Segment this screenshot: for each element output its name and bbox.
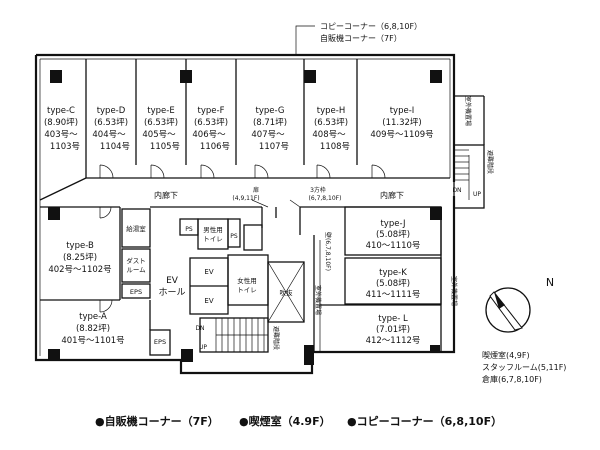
annotation-vending-corner: 自販機コーナー（7F） <box>320 33 402 43</box>
unit-k-room1: 411～1111号 <box>366 290 421 300</box>
unit-c-type: type-C <box>47 106 75 116</box>
shitsugai-label-2: 室外機置場 <box>464 96 472 126</box>
unit-l-type: type- L <box>378 314 408 324</box>
annotation-leader <box>295 25 315 55</box>
right-walls <box>320 206 442 352</box>
unit-h-size: (6.53坪) <box>314 118 348 128</box>
sanpo-label-1: 3方枠 <box>310 186 326 194</box>
unit-j-type: type-J <box>380 219 405 229</box>
unit-g-size: (8.71坪) <box>253 118 287 128</box>
unit-e-type: type-E <box>147 106 174 116</box>
up-right-label: UP <box>473 191 481 198</box>
women-wc-label-1: 女性用 <box>237 276 257 285</box>
unit-c-size: (8.90坪) <box>44 118 78 128</box>
dust-room-label-2: ルーム <box>126 266 146 274</box>
ev-hall-label-1: EV <box>166 276 179 286</box>
annotation-staff-room: スタッフルーム(5,11F) <box>482 363 566 372</box>
annotation-smoking-room: 喫煙室(4,9F) <box>482 350 530 360</box>
unit-f-type: type-F <box>198 106 225 116</box>
men-wc-label-1: 男性用 <box>203 225 223 234</box>
ev1-label: EV <box>204 268 213 276</box>
unit-b-size: (8.25坪) <box>63 253 97 263</box>
annotation-copy-corner: コピーコーナー（6,8,10F） <box>320 22 422 31</box>
corridor-right-label: 内廊下 <box>380 190 404 200</box>
hinan-left-label: 避難階段 <box>272 326 280 350</box>
ev2-label: EV <box>204 297 213 305</box>
hinan-right-label: 避難階段 <box>486 150 494 174</box>
unit-i-size: (11.32坪) <box>382 118 421 128</box>
unit-e-room2: 1105号 <box>150 142 180 152</box>
north-label: N <box>546 276 554 289</box>
columns <box>48 70 442 365</box>
unit-e-size: (6.53坪) <box>144 118 178 128</box>
dust-room-label-1: ダスト <box>126 256 146 265</box>
unit-i-type: type-I <box>390 106 415 116</box>
legend-vending-corner: ●自販機コーナー（7F） <box>95 415 219 428</box>
center-core <box>179 199 305 323</box>
ps2-label: PS <box>230 233 238 240</box>
top-annotation: コピーコーナー（6,8,10F） 自販機コーナー（7F） <box>320 22 422 43</box>
sanpo-label-2: (6,7,8,10F) <box>309 195 342 202</box>
door-swings-top <box>99 164 386 179</box>
eps-label-1: EPS <box>130 288 142 296</box>
unit-a-type: type-A <box>79 312 107 322</box>
unit-h-room2: 1108号 <box>320 142 350 152</box>
facility-labels: 内廊下 内廊下 給湯室 ダスト ルーム EPS EPS EV ホール EV EV… <box>126 186 554 351</box>
kyutou-label: 給湯室 <box>126 224 146 233</box>
unit-g-room1: 407号～ <box>251 130 285 140</box>
bottom-right-annotation: 喫煙室(4,9F) スタッフルーム(5,11F) 倉庫(6,7,8,10F) <box>482 350 566 384</box>
kabe-label: 壁(6,7,8,10F) <box>324 232 332 271</box>
unit-b-room1: 402号～1102号 <box>48 265 111 275</box>
unit-l-size: (7.01坪) <box>376 325 410 335</box>
unit-g-room2: 1107号 <box>259 142 289 152</box>
unit-labels: type-C (8.90坪) 403号～ 1103号 type-D (6.53坪… <box>44 106 434 346</box>
dn-right-label: DN <box>452 187 461 194</box>
unit-j-size: (5.08坪) <box>376 230 410 240</box>
unit-c-room1: 403号～ <box>44 130 78 140</box>
door-label-2: (4,9,11F) <box>232 195 259 202</box>
unit-d-type: type-D <box>97 106 126 116</box>
ps1-label: PS <box>185 226 193 233</box>
unit-a-room1: 401号～1101号 <box>61 336 124 346</box>
women-wc-label-2: トイレ <box>237 286 257 294</box>
annotation-storage: 倉庫(6,7,8,10F) <box>482 374 542 384</box>
unit-c-room2: 1103号 <box>50 142 80 152</box>
unit-f-room2: 1106号 <box>200 142 230 152</box>
left-walls <box>40 206 171 356</box>
unit-l-room1: 412～1112号 <box>366 336 421 346</box>
ev-hall-label-2: ホール <box>158 287 185 298</box>
unit-f-room1: 406号～ <box>192 130 226 140</box>
corridor-left-label: 内廊下 <box>154 190 178 200</box>
right-stair <box>453 95 485 209</box>
up-left-label: UP <box>199 344 207 351</box>
unit-k-type: type-K <box>379 268 407 278</box>
shitsugai-label-3: 室外機置場 <box>450 276 458 306</box>
unit-d-room2: 1104号 <box>100 142 130 152</box>
shitsugai-label-1: 室外機置場 <box>314 285 322 315</box>
unit-i-room1: 409号～1109号 <box>370 130 433 140</box>
unit-d-room1: 404号～ <box>92 130 126 140</box>
vertical-labels: 避難階段 避難階段 壁(6,7,8,10F) 室外機置場 室外機置場 室外機置場 <box>272 96 494 350</box>
unit-d-size: (6.53坪) <box>94 118 128 128</box>
legend-copy-corner: ●コピーコーナー（6,8,10F） <box>347 415 503 428</box>
unit-h-room1: 408号～ <box>312 130 346 140</box>
fukinuke-label: 吹抜 <box>280 288 294 297</box>
dn-left-label: DN <box>195 325 204 332</box>
unit-k-size: (5.08坪) <box>376 279 410 289</box>
unit-e-room1: 405号～ <box>142 130 176 140</box>
unit-a-size: (8.82坪) <box>76 324 110 334</box>
door-label-1: 扉 <box>253 186 259 194</box>
unit-j-room1: 410～1110号 <box>366 241 421 251</box>
legend-smoking-room: ●喫煙室（4.9F） <box>239 415 331 428</box>
left-stair <box>199 317 269 353</box>
unit-b-type: type-B <box>66 241 94 251</box>
men-wc-label-2: トイレ <box>203 235 223 243</box>
eps-label-2: EPS <box>154 338 166 346</box>
north-arrow <box>485 287 531 333</box>
unit-h-type: type-H <box>317 106 345 116</box>
unit-g-type: type-G <box>256 106 285 116</box>
unit-f-size: (6.53坪) <box>194 118 228 128</box>
